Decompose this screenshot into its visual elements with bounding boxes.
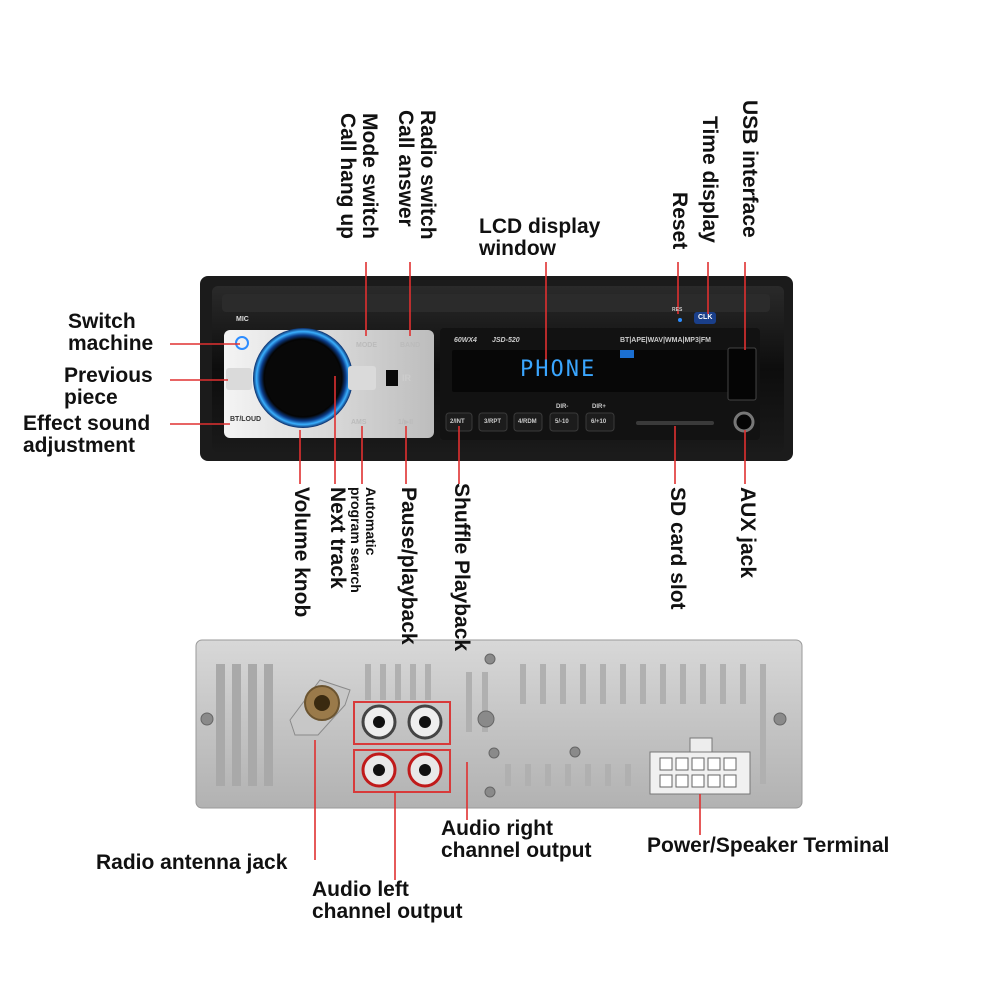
preset-6[interactable]: 6/+10 (591, 419, 607, 425)
label-usb-interface: USB interface (738, 100, 761, 238)
rca-red-jacks[interactable] (361, 752, 443, 788)
mode-button[interactable]: MODE (356, 342, 377, 349)
label-volume-knob: Volume knob (290, 487, 313, 618)
preset-2[interactable]: 2/INT (450, 419, 465, 425)
dir-plus: DIR+ (592, 404, 606, 410)
label-power-speaker: Power/Speaker Terminal (647, 834, 890, 857)
label-radio-antenna: Radio antenna jack (96, 851, 288, 874)
label-switch-machine: Switch machine (68, 310, 154, 356)
volume-knob[interactable] (253, 328, 353, 428)
formats-label: BT|APE|WAV|WMA|MP3|FM (620, 337, 711, 344)
label-audio-left: Audio left channel output (312, 878, 463, 924)
label-audio-right: Audio right channel output (441, 817, 592, 863)
preset-4[interactable]: 4/RDM (518, 419, 537, 425)
label-previous-piece: Previous piece (64, 364, 153, 410)
pause-button[interactable]: 1/▶II (398, 419, 414, 426)
ams-button[interactable]: AMS (351, 419, 367, 426)
dir-minus: DIR- (556, 404, 569, 410)
rca-white-jacks[interactable] (361, 704, 443, 740)
rca-bottom-box (353, 749, 451, 793)
label-aux-jack: AUX jack (736, 487, 759, 579)
mic-label: MIC (236, 316, 249, 323)
label-shuffle-playback: Shuffle Playback (450, 483, 473, 652)
label-lcd-display: LCD display window (479, 215, 601, 261)
label-automatic-search: Automatic program search (348, 487, 379, 593)
clk-label[interactable]: CLK (698, 314, 713, 321)
model-power: 60WX4 (454, 337, 477, 344)
preset-3[interactable]: 3/RPT (484, 419, 502, 425)
label-mode-switch: Mode switch Call hang up (335, 113, 381, 240)
lcd-window (452, 350, 742, 392)
front-panel (200, 276, 793, 461)
label-time-display: Time display (698, 116, 721, 243)
rca-top-box (353, 701, 451, 745)
label-effect-sound: Effect sound adjustment (23, 412, 151, 458)
label-radio-switch: Radio switch Call answer (393, 110, 439, 240)
callout-lines (170, 262, 746, 880)
aux-jack[interactable] (733, 411, 755, 433)
label-pause-playback: Pause/playback (397, 487, 420, 645)
antenna-jack[interactable] (289, 679, 351, 736)
preset-5[interactable]: 5/-10 (555, 419, 569, 425)
power-speaker-terminal[interactable] (649, 737, 751, 795)
bt-loud-button[interactable]: BT/LOUD (230, 416, 262, 423)
ir-label: IR (402, 373, 411, 383)
clk-button[interactable] (694, 312, 716, 324)
reset-label: RES (672, 307, 683, 313)
model-name: JSD-520 (492, 337, 520, 344)
label-sd-card-slot: SD card slot (666, 487, 689, 610)
usb-port[interactable] (727, 347, 757, 401)
power-icon[interactable] (235, 336, 249, 350)
next-button[interactable] (348, 366, 376, 390)
sd-card-slot[interactable] (636, 421, 714, 425)
band-button[interactable]: BAND (400, 342, 421, 349)
back-panel (195, 639, 803, 809)
previous-button[interactable] (226, 368, 252, 390)
lcd-text: PHONE (520, 357, 597, 382)
label-reset: Reset (668, 192, 691, 250)
label-next-track: Next track (326, 487, 349, 589)
